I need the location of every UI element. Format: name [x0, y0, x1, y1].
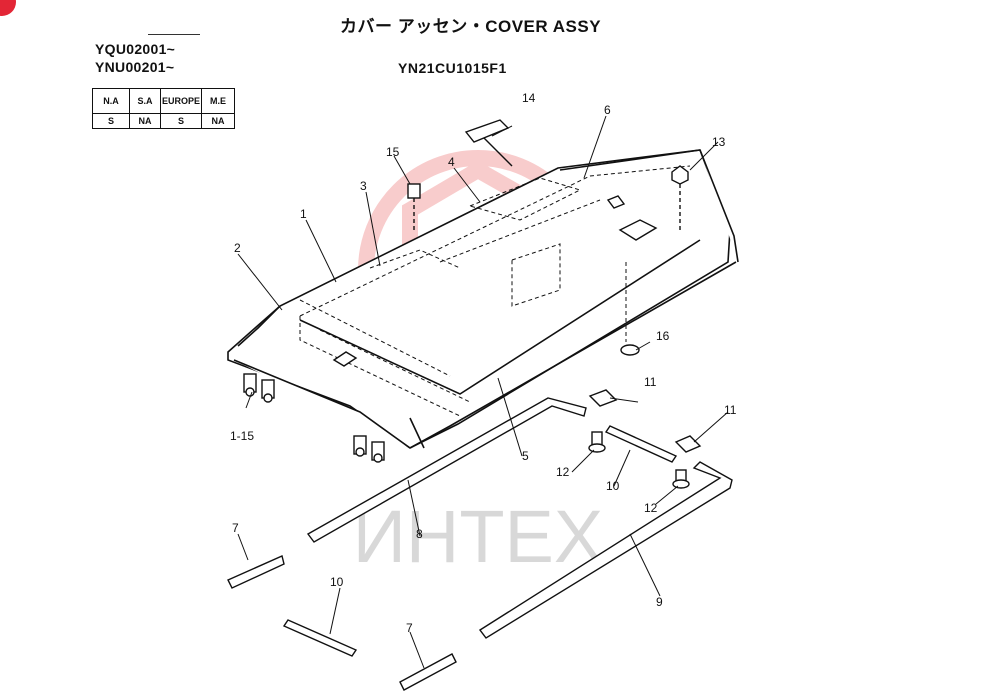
market-value-row: S NA S NA	[92, 113, 235, 129]
market-value-cell: S	[92, 113, 130, 129]
callout-label: 10	[606, 479, 620, 493]
serial-ranges: YQU02001~ YNU00201~	[95, 40, 175, 76]
callout-label: 4	[448, 155, 455, 169]
page-title: カバー アッセン・COVER ASSY	[340, 17, 602, 36]
callout-label: 7	[406, 621, 413, 635]
callout-label: 3	[360, 179, 367, 193]
callout-label: 1-15	[230, 429, 254, 443]
cover-body	[227, 149, 739, 449]
callout-label: 15	[386, 145, 400, 159]
clamp-parts	[588, 389, 702, 453]
market-table: N.A S.A EUROPE M.E S NA S NA	[92, 88, 235, 129]
market-header-cell: EUROPE	[160, 88, 202, 114]
header-rule	[148, 34, 200, 35]
hidden-lines	[299, 165, 691, 417]
market-header-row: N.A S.A EUROPE M.E	[92, 88, 235, 114]
callout-label: 5	[522, 449, 529, 463]
callout-label: 2	[234, 241, 241, 255]
callout-label: 8	[416, 527, 423, 541]
market-header-cell: N.A	[92, 88, 130, 114]
market-value-cell: NA	[201, 113, 235, 129]
hinge-assembly	[243, 373, 385, 463]
market-header-cell: M.E	[201, 88, 235, 114]
callout-label: 11	[644, 375, 657, 389]
cover-window	[332, 195, 658, 367]
seal-strips	[227, 397, 733, 691]
callout-label: 7	[232, 521, 239, 535]
leader-lines	[237, 115, 729, 669]
callout-label: 12	[644, 501, 658, 515]
watermark-text: ИНТЕХ	[353, 495, 604, 578]
callout-label: 12	[556, 465, 570, 479]
callout-label: 11	[724, 403, 737, 417]
callout-label: 1	[300, 207, 307, 221]
callout-label: 16	[656, 329, 670, 343]
callout-label: 6	[604, 103, 611, 117]
serial-range: YNU00201~	[95, 59, 175, 75]
callout-label: 14	[522, 91, 536, 105]
callout-label: 9	[656, 595, 663, 609]
callout-label: 13	[712, 135, 726, 149]
bolt-parts	[588, 431, 690, 489]
serial-range: YQU02001~	[95, 41, 176, 57]
model-code: YN21CU1015F1	[398, 60, 507, 76]
small-parts	[407, 165, 689, 356]
callout-label: 10	[330, 575, 344, 589]
